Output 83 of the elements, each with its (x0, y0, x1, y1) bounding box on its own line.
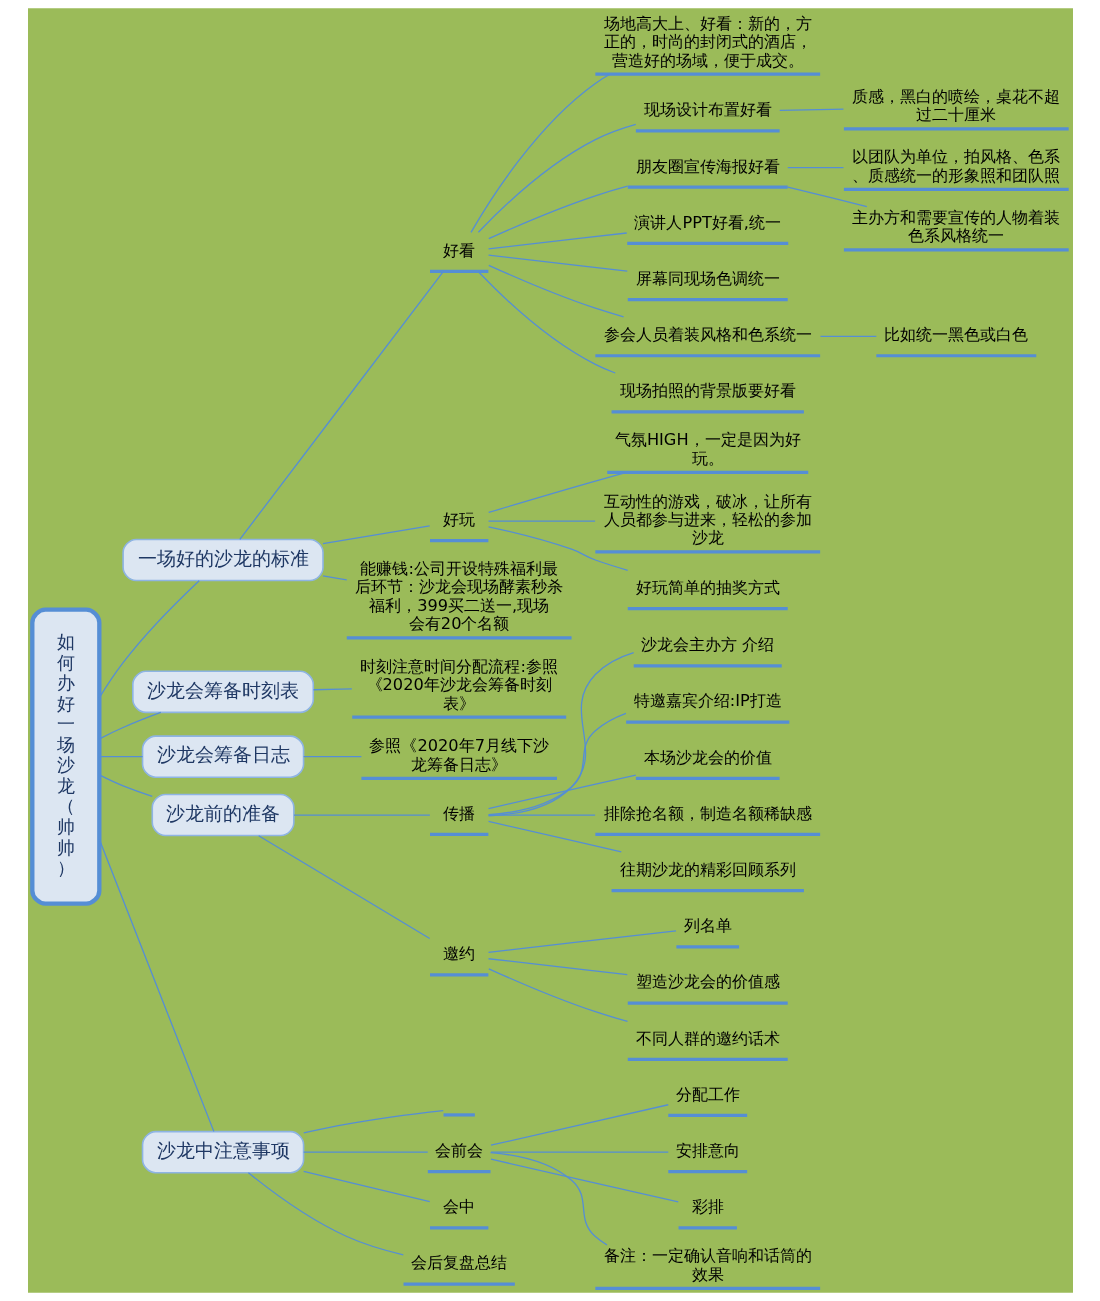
connector (489, 1152, 608, 1246)
connector (302, 756, 362, 758)
node-text: 屏幕同现场色调统一 (635, 268, 780, 288)
connector (477, 123, 636, 233)
connector (487, 820, 622, 853)
connector (487, 254, 628, 272)
connector (477, 271, 616, 374)
connector (302, 1151, 428, 1153)
node-text: 好玩 (442, 509, 475, 529)
node-text: 不同人群的邀约话术 (635, 1028, 780, 1048)
node-text: 好看 (442, 240, 475, 260)
connector (778, 108, 844, 111)
node-text: 场地高大上、好看：新的，方正的，时尚的封闭式的酒店，营造好的场域，便于成交。 (603, 13, 812, 70)
node-text: 好玩简单的抽奖方式 (635, 577, 780, 597)
node-text: 参会人员着装风格和色系统一 (603, 325, 812, 345)
connector (98, 756, 143, 758)
node-text: 安排意向 (675, 1140, 740, 1160)
node-text: 演讲人PPT好看,统一 (633, 212, 781, 232)
node-box: 沙龙会筹备时刻表 (131, 670, 314, 714)
connector (321, 575, 347, 581)
connector (487, 232, 627, 250)
node-text: 比如统一黑色或白色 (883, 325, 1028, 345)
connector (786, 186, 867, 208)
connector (487, 774, 636, 810)
connector (487, 652, 634, 817)
node-text: 会前会 (434, 1140, 483, 1160)
node-text: 主办方和需要宣传的人物着装色系风格统一 (851, 207, 1060, 246)
node-text: 质感，黑白的喷绘，桌花不超过二十厘米 (851, 86, 1060, 125)
node-text: 特邀嘉宾介绍:IP打造 (633, 691, 782, 711)
node-box: 沙龙前的准备 (150, 793, 295, 837)
connector (487, 520, 596, 522)
connector (487, 930, 677, 953)
node-text: 传播 (442, 803, 475, 823)
connector (98, 580, 200, 699)
connector (98, 774, 153, 797)
connector (302, 1170, 430, 1203)
connector (487, 526, 628, 571)
connector (487, 471, 627, 514)
node-text: 能赚钱:公司开设特殊福利最后环节：沙龙会现场酵素秒杀福利，399买二送一,现场会有20个名额 (354, 559, 563, 634)
node-text: 排除抢名额，制造名额稀缺感 (603, 803, 812, 823)
connector (487, 814, 596, 816)
node-box: 沙龙会筹备日志 (141, 735, 304, 778)
node-text: 现场设计布置好看 (643, 100, 772, 120)
connector (312, 688, 352, 691)
node-text: 会中 (442, 1197, 475, 1217)
node-text: 本场沙龙会的价值 (643, 747, 772, 767)
node-text: 朋友圈宣传海报好看 (635, 156, 780, 176)
connector (487, 968, 628, 1022)
connector (98, 711, 161, 740)
node-text: 备注：一定确认音响和话筒的效果 (603, 1246, 812, 1284)
connector (489, 1104, 669, 1146)
node-box: 一场好的沙龙的标准 (121, 538, 324, 582)
connector (238, 271, 444, 540)
node-text: 时刻注意时间分配流程:参照《2020年沙龙会筹备时刻表》 (359, 656, 558, 713)
connector (292, 814, 431, 816)
node-text: 邀约 (442, 944, 475, 964)
connector (487, 185, 628, 240)
node-text: 参照《2020年7月线下沙龙筹备日志》 (368, 736, 549, 774)
node-text: 现场拍照的背景版要好看 (619, 381, 796, 401)
connector (247, 1172, 404, 1256)
connector (487, 264, 624, 318)
connector (786, 167, 844, 169)
connector (819, 335, 877, 337)
connector (302, 1109, 444, 1134)
node-text: 以团队为单位，拍风格、色系、质感统一的形象照和团队照 (851, 147, 1060, 185)
connector (489, 1158, 679, 1203)
connector (257, 835, 430, 940)
node-text: 沙龙会主办方 介绍 (640, 635, 774, 655)
connector (321, 525, 430, 545)
node-bar (443, 1113, 475, 1117)
node-text: 会后复盘总结 (410, 1253, 507, 1273)
node-text: 往期沙龙的精彩回顾系列 (619, 860, 796, 880)
connector (469, 73, 611, 234)
node-text: 列名单 (683, 916, 732, 936)
node-text: 分配工作 (675, 1084, 740, 1104)
node-text: 彩排 (691, 1197, 724, 1217)
node-text: 塑造沙龙会的价值感 (635, 972, 780, 992)
node-box: 如何办好一场沙龙（帅帅） (29, 607, 101, 906)
connector (487, 712, 627, 816)
node-text: 气氛HIGH，一定是因为好玩。 (614, 430, 801, 468)
node-text: 互动性的游戏，破冰，让所有人员都参与进来，轻松的参加沙龙 (603, 491, 812, 548)
node-box: 沙龙中注意事项 (141, 1130, 304, 1174)
connector (487, 958, 628, 976)
